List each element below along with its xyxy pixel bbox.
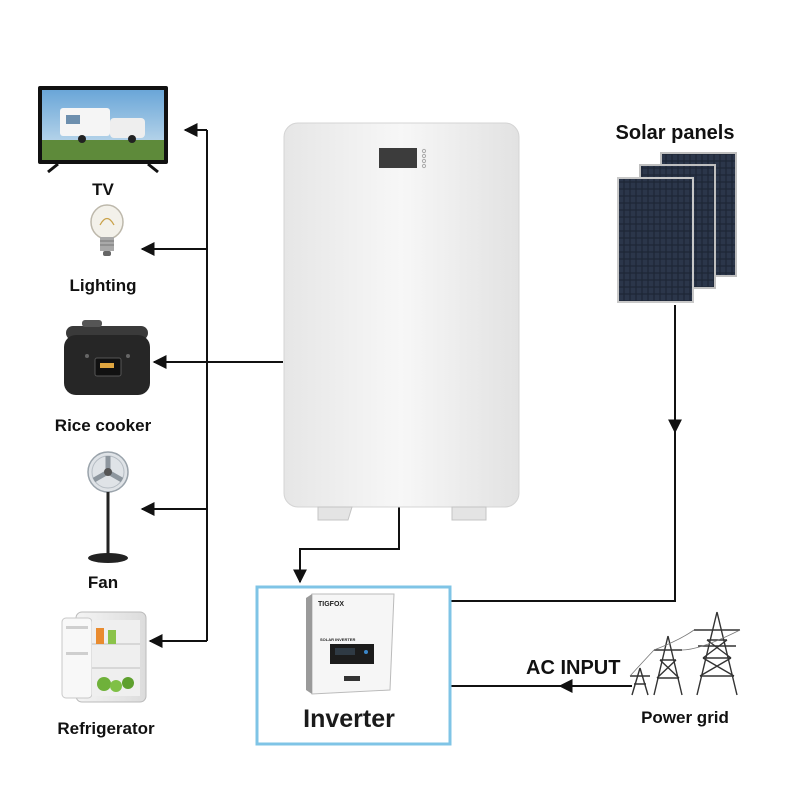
battery-foot-right: [451, 506, 487, 521]
solar-panels-image: [617, 152, 737, 303]
inverter-device: TIGFOX SOLAR INVERTER: [306, 593, 395, 695]
inverter-product-name: SOLAR INVERTER: [320, 637, 355, 642]
power-grid-label: Power grid: [641, 708, 729, 727]
battery-to-inverter-line: [293, 506, 400, 584]
rice-cooker-label: Rice cooker: [54, 416, 152, 435]
battery-foot-left: [317, 506, 353, 521]
fan-image: [87, 451, 129, 563]
lighting-label: Lighting: [69, 276, 137, 295]
inverter-box: TIGFOX SOLAR INVERTER: [255, 585, 452, 746]
tower-small: [630, 667, 650, 696]
solar-panels-label: Solar panels: [615, 122, 735, 144]
inverter-brand: TIGFOX: [318, 601, 344, 608]
refrigerator-label: Refrigerator: [57, 719, 155, 738]
battery-indicator-lights: [421, 148, 427, 169]
inverter-label: Inverter: [303, 705, 395, 733]
solar-to-inverter-line: [451, 432, 676, 602]
battery-unit: [283, 122, 520, 521]
ac-input-label: AC INPUT: [526, 657, 621, 679]
battery-display: [379, 148, 417, 168]
tower-medium: [653, 635, 683, 696]
tv-image: [38, 86, 168, 174]
tv-label: TV: [92, 180, 114, 199]
connection-lines: [140, 123, 682, 693]
refrigerator-image: [61, 611, 147, 703]
rice-cooker-image: [64, 320, 150, 395]
lighting-image: [90, 204, 124, 256]
power-grid-image: [629, 611, 741, 696]
tower-large: [694, 611, 740, 696]
fan-label: Fan: [87, 573, 119, 592]
